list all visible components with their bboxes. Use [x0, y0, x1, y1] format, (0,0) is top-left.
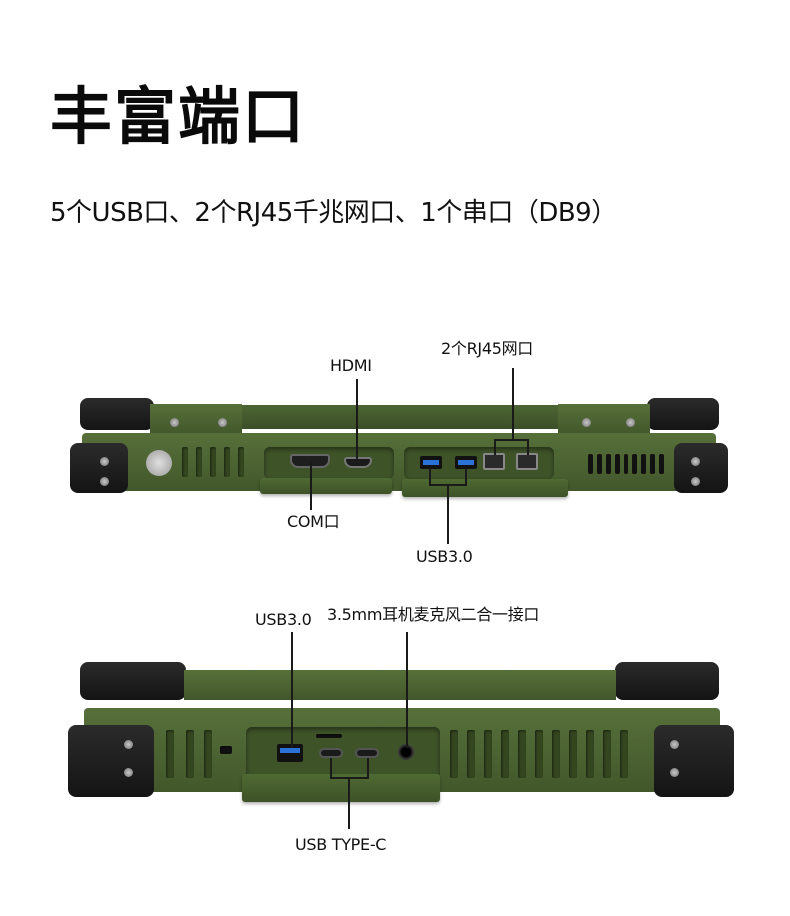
screw-icon	[124, 768, 133, 777]
label-usb-type-c: USB TYPE-C	[295, 835, 387, 854]
usb3-port-icon	[277, 744, 303, 762]
usb-type-c-port-icon	[355, 748, 379, 758]
rib	[224, 447, 230, 477]
callout-line-usb3	[291, 632, 293, 748]
screw-icon	[691, 457, 700, 466]
lid-bumper-right	[615, 662, 719, 700]
screw-icon	[670, 768, 679, 777]
callout-line-com	[310, 462, 312, 510]
lock-slot-icon	[220, 746, 232, 754]
screw-icon	[626, 418, 635, 427]
screw-icon	[670, 740, 679, 749]
rib	[186, 730, 194, 778]
rj45-port-icon	[516, 453, 538, 470]
screw-icon	[100, 457, 109, 466]
screw-icon	[218, 418, 227, 427]
rib	[166, 730, 174, 778]
rib	[238, 447, 244, 477]
hdmi-port-icon	[344, 457, 372, 468]
screw-icon	[582, 418, 591, 427]
rib-group	[450, 730, 640, 778]
label-rj45: 2个RJ45网口	[441, 339, 533, 358]
rib	[196, 447, 202, 477]
callout-line-usbc	[348, 777, 350, 829]
callout-bracket-usb	[465, 467, 467, 485]
audio-jack-icon	[398, 744, 414, 760]
callout-bracket-usbc	[330, 758, 332, 778]
port-cover-right	[402, 479, 568, 497]
callout-line-hdmi	[356, 379, 358, 459]
usb3-port-icon	[455, 456, 477, 469]
callout-line-usb	[447, 484, 449, 544]
callout-bracket-rj45	[494, 439, 496, 455]
lid-center	[242, 405, 560, 429]
callout-bracket-rj45	[494, 439, 528, 441]
page-title: 丰富端口	[50, 80, 307, 153]
base-bumper-left	[68, 725, 154, 797]
screw-icon	[124, 740, 133, 749]
page-subtitle: 5个USB口、2个RJ45千兆网口、1个串口（DB9）	[50, 198, 617, 228]
rj45-port-icon	[483, 453, 505, 470]
lid-bumper-left	[80, 398, 154, 430]
vent-grille	[588, 454, 665, 474]
lid-hinge-right	[558, 404, 650, 434]
dc-in-cap-icon	[146, 450, 172, 476]
label-hdmi: HDMI	[330, 356, 372, 375]
lid-bumper-right	[647, 398, 719, 430]
callout-bracket-usb	[429, 467, 431, 485]
label-usb3-side: USB3.0	[255, 610, 312, 629]
screw-icon	[691, 477, 700, 486]
callout-bracket-rj45	[527, 439, 529, 455]
lid-edge	[184, 670, 616, 700]
rib	[182, 447, 188, 477]
label-usb3-rear: USB3.0	[416, 547, 473, 566]
lid-bumper-left	[80, 662, 186, 700]
usb-type-c-port-icon	[319, 748, 343, 758]
base-bumper-right	[654, 725, 734, 797]
base-bumper-left	[70, 443, 128, 493]
screw-icon	[170, 418, 179, 427]
label-com: COM口	[287, 512, 340, 531]
rib	[210, 447, 216, 477]
rib	[204, 730, 212, 778]
lid-hinge-left	[150, 404, 242, 434]
callout-line-audio	[406, 632, 408, 748]
label-audio-jack: 3.5mm耳机麦克风二合一接口	[327, 605, 540, 624]
card-slot-icon	[316, 734, 342, 738]
callout-bracket-usbc	[367, 758, 369, 778]
port-cover-left	[260, 478, 392, 494]
callout-line-rj45	[512, 368, 514, 440]
base-bumper-right	[674, 443, 728, 493]
usb3-port-icon	[420, 456, 442, 469]
screw-icon	[100, 477, 109, 486]
